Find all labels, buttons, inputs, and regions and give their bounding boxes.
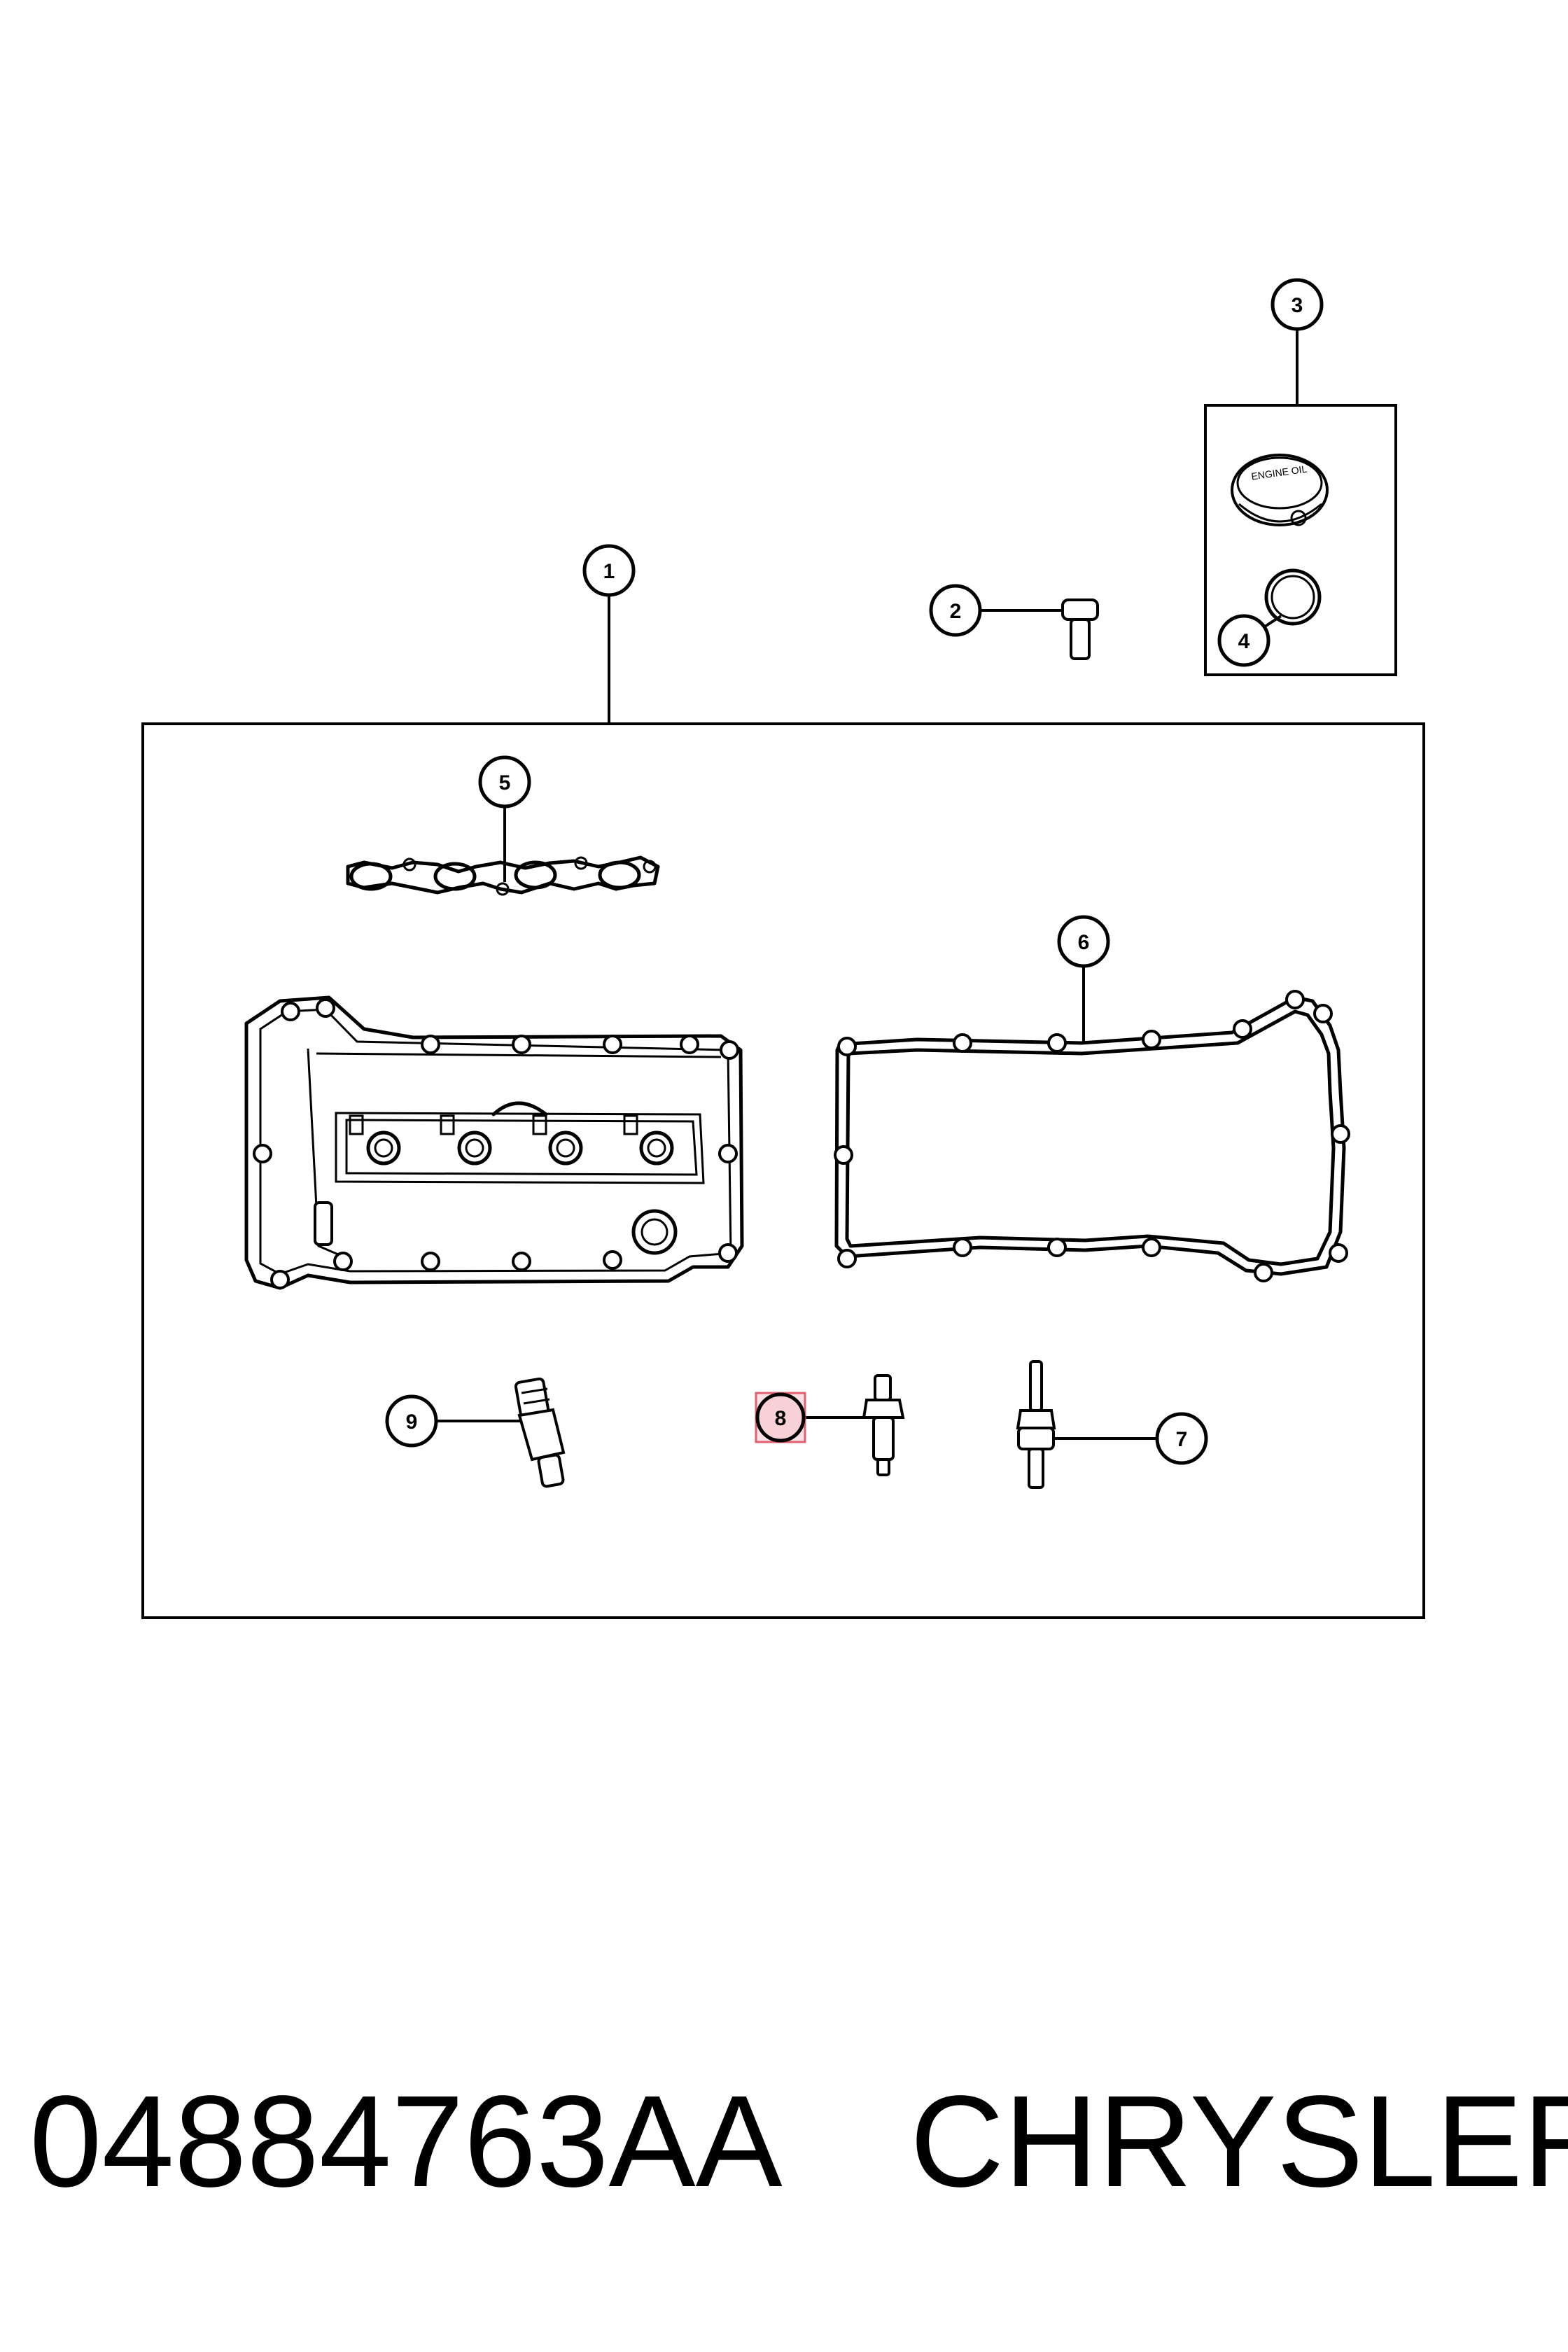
callout-label: 5 <box>499 771 511 794</box>
callout-5[interactable]: 5 <box>478 755 531 808</box>
callout-4[interactable]: 4 <box>1217 614 1270 667</box>
callout-8-highlighted[interactable]: 8 <box>755 1392 806 1443</box>
oil-cap-seal-part <box>1264 568 1322 626</box>
callout-3[interactable]: 3 <box>1270 278 1324 331</box>
cylinder-head-cover-part <box>244 995 744 1290</box>
cylinder-head-cover-gasket-part <box>834 990 1350 1282</box>
fastener-part <box>862 1374 905 1476</box>
spark-plug-seal-gasket-part <box>346 855 660 896</box>
callout-2[interactable]: 2 <box>929 584 982 637</box>
callout-label: 9 <box>406 1410 418 1434</box>
callout-1[interactable]: 1 <box>582 544 636 597</box>
callout-6[interactable]: 6 <box>1057 915 1110 968</box>
oil-cap-kit-frame <box>1204 404 1397 676</box>
part-number: 04884763AA <box>29 2069 783 2214</box>
bolt-part <box>1061 598 1099 660</box>
pcv-valve-part <box>514 1377 566 1488</box>
callout-label: 4 <box>1238 630 1250 653</box>
callout-label: 6 <box>1078 931 1090 954</box>
stud-part <box>1016 1360 1056 1489</box>
assembly-frame <box>141 722 1425 1619</box>
callout-label: 2 <box>950 600 962 623</box>
oil-filler-cap-part: ENGINE OIL <box>1231 454 1329 526</box>
callout-label: 7 <box>1176 1428 1188 1451</box>
callout-label: 8 <box>775 1407 787 1430</box>
callout-7[interactable]: 7 <box>1155 1412 1208 1465</box>
callout-label: 1 <box>603 560 615 583</box>
brand-name: CHRYSLER <box>910 2069 1568 2214</box>
callout-9[interactable]: 9 <box>385 1394 438 1448</box>
callout-label: 3 <box>1292 294 1303 317</box>
